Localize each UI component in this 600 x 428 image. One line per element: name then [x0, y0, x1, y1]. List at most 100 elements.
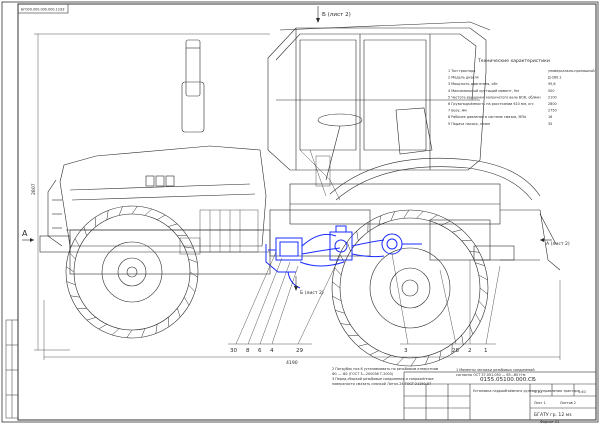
- tread-lug: [70, 296, 79, 297]
- top-code-stamp: БГ000.000.000.000.12ЭЗ: [18, 4, 68, 13]
- engine-detail: [180, 150, 340, 254]
- tread-lug: [348, 335, 358, 336]
- section-mark-left-label: А: [22, 229, 28, 238]
- callout-leaders: [228, 252, 500, 344]
- tread-lug: [177, 235, 186, 236]
- callout-30: 30: [230, 348, 238, 354]
- doc-sheets: Листов 2: [560, 401, 576, 405]
- tread-lug: [391, 212, 395, 221]
- rear-wheel: [332, 210, 488, 366]
- doc-scale: 1:40: [578, 390, 586, 394]
- tread-lug: [335, 268, 341, 276]
- tread-lug: [480, 288, 488, 294]
- spec-row-label: 7 Базу, мм: [448, 109, 467, 113]
- tread-lug: [425, 355, 429, 364]
- callout-8: 8: [246, 348, 250, 354]
- tread-lug: [145, 209, 152, 215]
- front-wheel-tread: [66, 206, 198, 338]
- note-line: 3 Перед сборкой резьбовые соединения и с…: [332, 377, 434, 381]
- section-mark-bottom: Б (лист 2): [294, 276, 324, 296]
- tread-lug: [84, 227, 87, 236]
- spec-row-value: 16: [548, 115, 552, 119]
- tread-lug: [332, 282, 340, 288]
- tread-lug: [383, 355, 391, 361]
- spec-title: Технические характеристики: [477, 58, 550, 64]
- spec-table: Технические характеристики 1 Тип трактор…: [448, 58, 595, 126]
- tread-lug: [77, 308, 86, 309]
- spec-row-label: 1 Тип трактора: [448, 69, 475, 73]
- tread-lug: [132, 206, 137, 214]
- doc-name: Установка гидрообъёмного рулевого управл…: [473, 389, 580, 393]
- tread-lug: [411, 358, 416, 366]
- tread-lug: [127, 330, 132, 338]
- tread-lug: [341, 324, 351, 325]
- spec-row-label: 5 Частота вращения коленчатого вала ВОК,…: [448, 95, 541, 99]
- tread-lug: [75, 239, 80, 247]
- spec-row-value: 500: [548, 89, 554, 93]
- tread-lug: [119, 207, 122, 216]
- section-mark-bottom-label: Б (лист 2): [300, 290, 324, 296]
- spec-row-value: Д-260.1: [548, 76, 562, 80]
- tread-lug: [99, 324, 107, 329]
- dimension-height: [34, 34, 270, 350]
- tread-lug: [452, 230, 462, 232]
- doc-org: БГАТУ гр. 12 мз: [534, 412, 572, 418]
- left-margin-stamps: [6, 320, 18, 418]
- front-wheel: [66, 206, 198, 338]
- spec-rows: 1 Тип трактора универсально-пропашной 2 Мо…: [448, 69, 595, 126]
- spec-row-value: 2750: [548, 109, 557, 113]
- tread-lug: [190, 272, 198, 277]
- callout-2: 2: [468, 348, 472, 354]
- tread-lug: [404, 210, 409, 218]
- tread-lug: [157, 215, 165, 220]
- callout-1: 1: [484, 348, 488, 354]
- tread-lug: [87, 317, 96, 320]
- callout-4: 4: [270, 348, 274, 354]
- tread-lug: [332, 296, 341, 301]
- tread-lug: [439, 351, 441, 361]
- callout-numbers: 30 8 6 4 29 3 28 2 1: [230, 348, 488, 354]
- callout-28: 28: [452, 348, 460, 354]
- spec-row-value: 95,6: [548, 82, 556, 86]
- tread-lug: [357, 231, 359, 241]
- doc-mass: 1:10: [534, 390, 542, 394]
- tread-lug: [479, 275, 488, 280]
- note-line: 2 Патрубок поз.6 устанавливать по резьбо…: [332, 367, 439, 371]
- dimension-height-label: 2807: [31, 183, 37, 195]
- spec-row-label: 8 Рабочее давление в системе смазки, МПа: [448, 115, 526, 119]
- top-code-text: БГ000.000.000.000.12ЭЗ: [21, 8, 64, 12]
- section-mark-right-label: А (лист 2): [546, 241, 570, 247]
- spec-row-label: 9 Подача насоса, л/мин: [448, 122, 490, 126]
- tread-lug: [475, 263, 484, 266]
- tread-lug: [370, 351, 379, 355]
- tread-lug: [112, 329, 119, 335]
- steering-hydraulics: [266, 226, 422, 288]
- spec-row-label: 6 Грузоподъёмность на расстоянии 610 мм,…: [448, 102, 534, 106]
- doc-code: 0155.05100.000.СБ: [480, 377, 536, 383]
- spec-row-value: 2100: [548, 95, 557, 99]
- tread-lug: [462, 240, 472, 241]
- spec-row-label: 4 Максимальный крутящий момент, Нм: [448, 89, 519, 93]
- tread-lug: [107, 210, 108, 219]
- dimension-length-label: 4190: [286, 360, 298, 366]
- tread-lug: [462, 335, 464, 345]
- tread-lug: [340, 254, 345, 263]
- spec-row-label: 3 Мощность двигателя, кВт: [448, 82, 498, 86]
- section-mark-left: А: [22, 229, 34, 242]
- tread-lug: [156, 324, 157, 333]
- spec-row-value: универсально-пропашной: [548, 69, 595, 73]
- tread-lug: [335, 310, 344, 313]
- callout-6: 6: [258, 348, 262, 354]
- doc-sheet: Лист 1: [534, 401, 546, 405]
- callout-29: 29: [296, 348, 304, 354]
- doc-format: Формат А1: [540, 420, 559, 424]
- tread-lug: [189, 259, 198, 262]
- tread-lug: [141, 329, 144, 338]
- tread-lug: [479, 301, 485, 309]
- tread-lug: [397, 358, 404, 365]
- spec-row-label: 2 Модель дизеля: [448, 76, 479, 80]
- tread-lug: [470, 251, 480, 252]
- tread-lug: [189, 285, 195, 292]
